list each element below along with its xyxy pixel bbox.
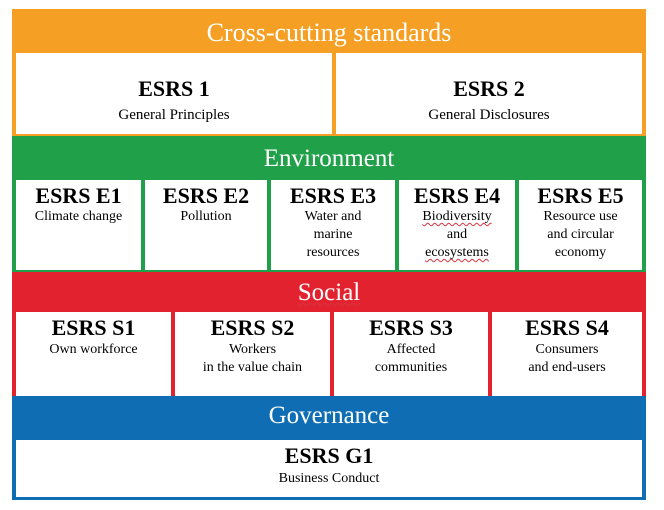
esrs-1-code: ESRS 1 [138,76,210,101]
cross-cutting-title: Cross-cutting standards [206,18,452,47]
environment-section: Environment ESRS E1 Climate change ESRS … [12,136,646,272]
esrs-s2-name-line: Workers [228,342,277,358]
esrs-g1-code: ESRS G1 [284,443,374,468]
esrs-e5-code: ESRS E5 [537,183,624,208]
esrs-e2-box: ESRS E2 Pollution [145,180,267,270]
esrs-s2-name-line: in the value chain [202,360,303,376]
esrs-1-box: ESRS 1 General Principles [16,53,332,134]
esrs-1-name: General Principles [16,106,332,124]
esrs-e5-name-line: Resource use [543,209,618,225]
esrs-e3-code: ESRS E3 [289,183,377,208]
esrs-s3-box: ESRS S3 Affected communities [334,312,488,396]
esrs-s1-code: ESRS S1 [51,315,136,340]
esrs-e5-name: Resource use and circular economy [519,208,642,262]
esrs-s1-name: Own workforce [16,341,171,359]
esrs-e3-name-line: resources [306,245,360,261]
cross-cutting-section: Cross-cutting standards ESRS 1 General P… [12,9,646,136]
esrs-s4-name-line: Consumers [535,342,599,358]
esrs-s4-name-line: and end-users [528,360,606,376]
esrs-s2-box: ESRS S2 Workers in the value chain [175,312,330,396]
esrs-s2-name: Workers in the value chain [175,341,330,377]
environment-title: Environment [263,145,395,172]
esrs-e5-box: ESRS E5 Resource use and circular econom… [519,180,642,270]
esrs-e3-box: ESRS E3 Water and marine resources [271,180,395,270]
governance-section: Governance ESRS G1 Business Conduct [12,396,646,500]
esrs-s4-name: Consumers and end-users [492,341,642,377]
esrs-s3-code: ESRS S3 [369,315,453,340]
esrs-g1-name: Business Conduct [16,470,642,488]
esrs-e5-name-line: economy [554,245,607,261]
esrs-s3-name-line: Affected [386,342,436,358]
esrs-e4-code: ESRS E4 [413,183,501,208]
esrs-e1-box: ESRS E1 Climate change [16,180,141,270]
esrs-e1-code: ESRS E1 [35,183,122,208]
esrs-e4-box: ESRS E4 Biodiversity and ecosystems [399,180,515,270]
social-section: Social ESRS S1 Own workforce ESRS S2 Wor… [12,272,646,396]
esrs-e3-name-line: marine [313,227,353,243]
esrs-2-name-line: General Disclosures [428,107,550,124]
social-title: Social [12,278,646,308]
esrs-2-code: ESRS 2 [453,76,525,101]
esrs-e1-name: Climate change [16,208,141,226]
esrs-2-box: ESRS 2 General Disclosures [336,53,642,134]
esrs-e5-name-line: and circular [547,227,614,243]
esrs-1-name-line: General Principles [118,107,230,124]
governance-title: Governance [268,402,390,429]
esrs-e4-name-line: Biodiversity [422,209,492,225]
esrs-g1-box: ESRS G1 Business Conduct [16,440,642,497]
esrs-s3-name: Affected communities [334,341,488,377]
esrs-e4-name: Biodiversity and ecosystems [399,208,515,262]
esrs-g1-name-line: Business Conduct [278,471,380,487]
esrs-e3-name: Water and marine resources [271,208,395,262]
esrs-2-name: General Disclosures [336,106,642,124]
esrs-s3-name-line: communities [374,360,448,376]
esrs-e2-code: ESRS E2 [162,183,250,208]
esrs-s4-box: ESRS S4 Consumers and end-users [492,312,642,396]
esrs-e4-name-line: ecosystems [425,245,489,261]
esrs-s1-name-line: Own workforce [49,342,138,358]
esrs-e2-name-line: Pollution [180,209,232,225]
esrs-e3-name-line: Water and [304,209,362,225]
esrs-e2-name: Pollution [145,208,267,226]
social-title-text: Social [297,279,361,306]
esrs-s4-code: ESRS S4 [525,315,609,340]
esrs-e4-name-line: and [446,227,468,243]
esrs-e1-name-line: Climate change [34,209,123,225]
esrs-s1-box: ESRS S1 Own workforce [16,312,171,396]
esrs-s2-code: ESRS S2 [210,315,295,340]
